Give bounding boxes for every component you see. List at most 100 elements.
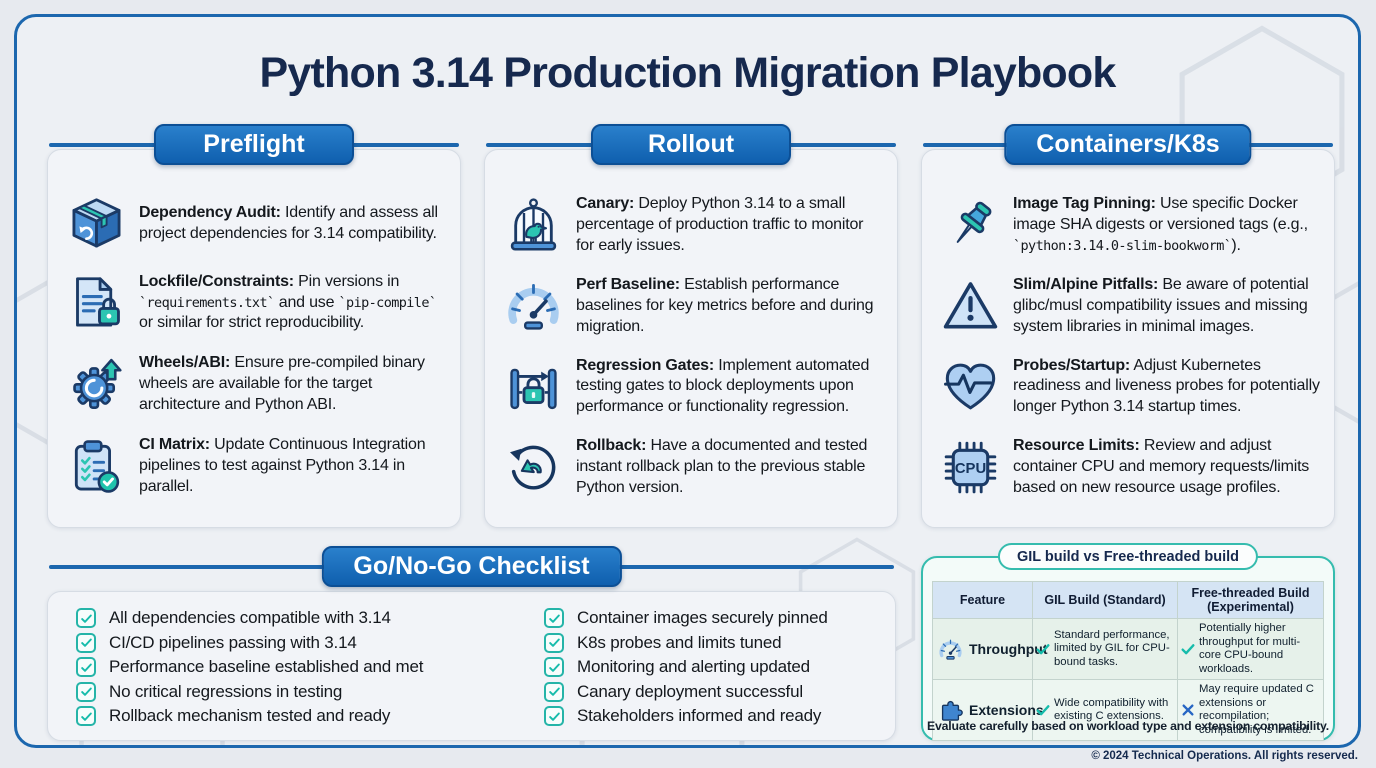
lockfile-icon [68,274,125,331]
check-icon [1035,641,1051,657]
item-text: Perf Baseline: Establish performance bas… [576,275,883,337]
free-threaded-cell: Potentially higher throughput for multi-… [1177,617,1324,681]
list-item: CI Matrix: Update Continuous Integration… [68,435,446,497]
item-body: Review and adjust container CPU and memo… [1013,437,1310,496]
checklist-label: No critical regressions in testing [109,681,343,701]
checkbox-checked-icon[interactable] [544,706,564,726]
canary-cage-icon [505,197,562,254]
item-body: Establish performance baselines for key … [576,275,874,335]
section-header-preflight: Preflight [154,124,354,165]
heart-pulse-icon [942,358,999,415]
checklist-label: Stakeholders informed and ready [577,706,822,725]
checklist-label: CI/CD pipelines passing with 3.14 [109,632,357,652]
list-item: Wheels/ABI: Ensure pre-compiled binary w… [68,353,446,415]
item-body: Use specific Docker image SHA digests or… [1013,195,1308,254]
checkbox-checked-icon[interactable] [544,657,564,677]
rollout-card: Canary: Deploy Python 3.14 to a small pe… [484,149,898,528]
page-title: Python 3.14 Production Migration Playboo… [259,49,1117,97]
item-body: Implement automated testing gates to blo… [576,356,870,416]
checkbox-checked-icon[interactable] [544,608,564,628]
item-text: Rollback: Have a documented and tested i… [576,436,883,498]
cpu-chip-icon [942,439,999,496]
checklist-label: Rollback mechanism tested and ready [109,706,391,725]
checkbox-checked-icon[interactable] [76,632,96,653]
checklist-item: Rollback mechanism tested and ready [76,706,516,726]
item-lead: Wheels/ABI: [139,354,231,372]
item-text: Dependency Audit: Identify and assess al… [139,203,446,245]
item-lead: Lockfile/Constraints: [139,272,294,290]
item-body: Be aware of potential glibc/musl compati… [1013,275,1309,335]
item-lead: Perf Baseline: [576,275,680,293]
free-threaded-cell: May require updated C extensions or reco… [1177,679,1324,742]
checklist-item: Canary deployment successful [544,681,885,702]
item-body: Deploy Python 3.14 to a small percentage… [576,195,864,254]
checkbox-checked-icon[interactable] [544,632,564,653]
checklist-card: All dependencies compatible with 3.14 CI… [47,591,896,741]
item-lead: Rollback: [576,437,647,455]
list-item: Resource Limits: Review and adjust conta… [942,436,1320,498]
list-item: Lockfile/Constraints: Pin versions in `r… [68,272,446,334]
list-item: Perf Baseline: Establish performance bas… [505,275,883,337]
item-lead: Probes/Startup: [1013,356,1131,374]
list-item: Rollback: Have a documented and tested i… [505,436,883,498]
item-body: Have a documented and tested instant rol… [576,437,868,496]
gil-build-cell: Wide compatibility with existing C exten… [1032,679,1178,742]
gauge-icon [938,637,963,662]
check-icon [1035,702,1051,718]
checkbox-checked-icon[interactable] [76,657,96,677]
item-body: Identify and assess all project dependen… [139,204,438,242]
item-text: Lockfile/Constraints: Pin versions in `r… [139,272,446,334]
item-body: Adjust Kubernetes readiness and liveness… [1013,356,1320,416]
checklist-item: Container images securely pinned [544,608,885,628]
copyright-notice: © 2024 Technical Operations. All rights … [1091,750,1358,762]
gear-arrow-icon [68,356,125,413]
section-header-rollout: Rollout [591,124,791,165]
check-icon [1180,641,1196,657]
checkbox-checked-icon[interactable] [76,608,96,628]
item-lead: Image Tag Pinning: [1013,195,1156,213]
clipboard-check-icon [68,438,125,495]
feature-label: Throughput [969,641,1048,658]
cell-text: Standard performance, limited by GIL for… [1054,628,1170,668]
poster-frame: Python 3.14 Production Migration Playboo… [14,14,1361,748]
gil-comparison-table: Feature GIL Build (Standard) Free-thread… [932,581,1324,742]
item-lead: Canary: [576,195,635,213]
item-text: Resource Limits: Review and adjust conta… [1013,436,1320,498]
item-lead: Slim/Alpine Pitfalls: [1013,275,1159,293]
section-header-checklist: Go/No-Go Checklist [321,546,622,587]
checkbox-checked-icon[interactable] [76,681,96,702]
item-lead: Resource Limits: [1013,437,1140,455]
checklist-label: K8s probes and limits tuned [577,632,782,652]
checklist-label: Performance baseline established and met [109,657,424,676]
package-icon [68,195,125,252]
checklist-label: Canary deployment successful [577,681,803,701]
list-item: Slim/Alpine Pitfalls: Be aware of potent… [942,275,1320,337]
checklist-left-column: All dependencies compatible with 3.14 CI… [76,608,516,726]
x-icon [1180,702,1196,718]
feature-cell: Extensions [932,679,1044,742]
preflight-card: Dependency Audit: Identify and assess al… [47,149,461,528]
cell-text: May require updated C extensions or reco… [1199,683,1314,736]
gil-build-cell: Standard performance, limited by GIL for… [1032,617,1178,681]
section-containers: Containers/K8s Image Tag Pinning: Use sp… [921,124,1335,528]
cell-text: Potentially higher throughput for multi-… [1199,622,1301,675]
gil-table-note: Evaluate carefully based on workload typ… [927,719,1329,733]
containers-card: Image Tag Pinning: Use specific Docker i… [921,149,1335,528]
rollback-arrow-icon [505,439,562,496]
item-text: Probes/Startup: Adjust Kubernetes readin… [1013,356,1320,418]
table-row: Extensions Wide compatibility with exist… [932,679,1324,742]
checkbox-checked-icon[interactable] [544,681,564,702]
section-gil-comparison: GIL build vs Free-threaded build Feature… [921,543,1335,742]
checklist-label: Container images securely pinned [577,608,828,627]
checklist-item: Stakeholders informed and ready [544,706,885,726]
table-header-free-threaded: Free-threaded Build (Experimental) [1177,581,1324,619]
table-header-gil-build: GIL Build (Standard) [1032,581,1178,619]
section-checklist: Go/No-Go Checklist All dependencies comp… [47,546,896,741]
checklist-item: Monitoring and alerting updated [544,657,885,677]
list-item: Image Tag Pinning: Use specific Docker i… [942,194,1320,256]
checklist-label: All dependencies compatible with 3.14 [109,608,391,627]
checklist-right-column: Container images securely pinned K8s pro… [516,608,885,726]
checkbox-checked-icon[interactable] [76,706,96,726]
feature-cell: Throughput [932,617,1048,681]
list-item: Canary: Deploy Python 3.14 to a small pe… [505,194,883,256]
